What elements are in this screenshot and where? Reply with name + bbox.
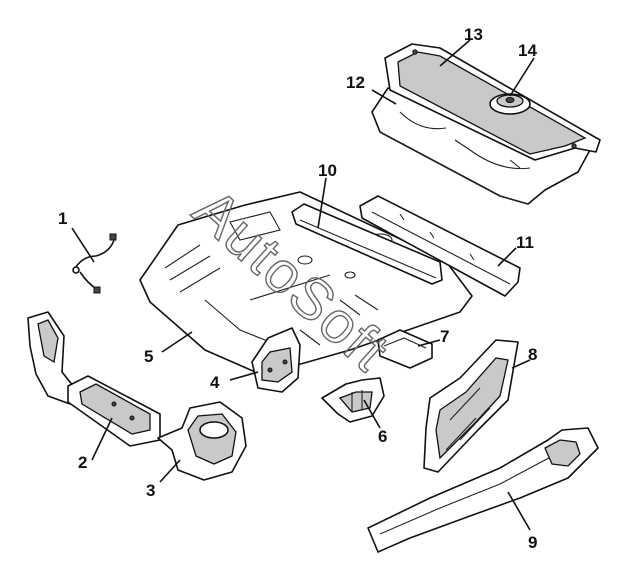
callout-9: 9 bbox=[528, 533, 537, 552]
part-8-heat-shield-large bbox=[423, 339, 519, 473]
callout-2: 2 bbox=[78, 453, 87, 472]
callout-12: 12 bbox=[346, 73, 365, 92]
part-6-small-bracket bbox=[321, 377, 385, 423]
part-1-wire-harness bbox=[72, 233, 117, 294]
callout-6: 6 bbox=[378, 427, 387, 446]
callout-7: 7 bbox=[440, 327, 449, 346]
part-10-crossmember bbox=[291, 203, 443, 285]
leader-lines bbox=[71, 39, 535, 531]
callout-8: 8 bbox=[528, 345, 537, 364]
part-2-front-crossmember bbox=[27, 311, 161, 447]
callout-14: 14 bbox=[518, 41, 537, 60]
callout-3: 3 bbox=[146, 481, 155, 500]
callout-11: 11 bbox=[516, 233, 534, 252]
callout-10: 10 bbox=[318, 161, 337, 180]
callout-5: 5 bbox=[144, 347, 153, 366]
part-7-heat-shield bbox=[377, 329, 433, 369]
part-10-floor-pan bbox=[139, 191, 473, 376]
callout-1: 1 bbox=[58, 209, 67, 228]
part-3-wheel-well-panel bbox=[157, 401, 247, 481]
part-9-rail bbox=[367, 427, 599, 553]
part-11-rear-rail bbox=[359, 195, 521, 297]
part-4-bracket bbox=[251, 327, 301, 393]
part-14-speaker bbox=[489, 93, 531, 115]
callout-13: 13 bbox=[464, 25, 483, 44]
callout-labels: 1 2 3 4 5 6 7 8 9 10 11 12 13 14 bbox=[58, 25, 537, 552]
callout-4: 4 bbox=[210, 373, 220, 392]
